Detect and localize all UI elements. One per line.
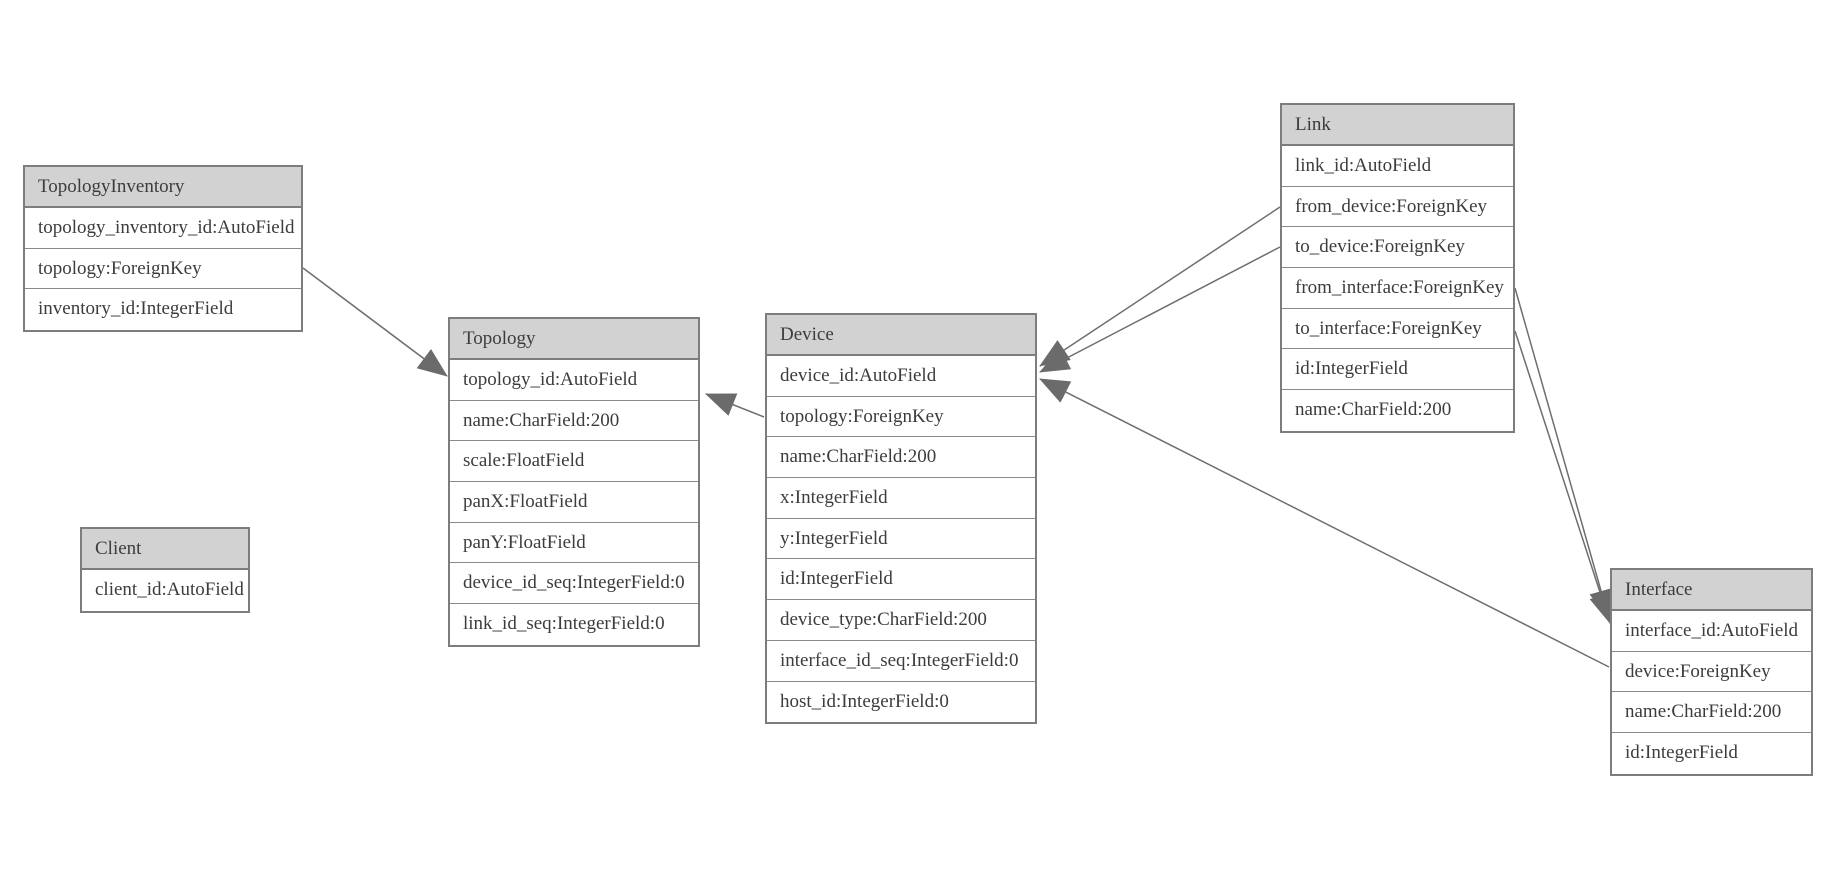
entity-topologyinventory-header: TopologyInventory — [25, 167, 301, 208]
field-row: topology_id:AutoField — [450, 360, 698, 401]
field-row: device:ForeignKey — [1612, 651, 1811, 693]
field-row: name:CharField:200 — [450, 400, 698, 442]
edge-topologyinventory-topology — [302, 267, 448, 377]
edge-link-from-device-device — [1039, 206, 1281, 367]
entity-device[interactable]: Device device_id:AutoField topology:Fore… — [765, 313, 1037, 725]
field-row: id:IntegerField — [767, 559, 1035, 601]
field-row: inventory_id:IntegerField — [25, 289, 301, 331]
field-row: id:IntegerField — [1612, 733, 1811, 774]
field-row: client_id:AutoField — [82, 570, 248, 611]
entity-topology[interactable]: Topology topology_id:AutoField name:Char… — [448, 317, 700, 647]
entity-interface-header: Interface — [1612, 570, 1811, 611]
field-row: y:IntegerField — [767, 518, 1035, 560]
field-row: host_id:IntegerField:0 — [767, 681, 1035, 723]
entity-topologyinventory[interactable]: TopologyInventory topology_inventory_id:… — [23, 165, 303, 333]
edge-link-to-interface-interface — [1514, 330, 1613, 624]
field-row: panY:FloatField — [450, 522, 698, 564]
field-row: link_id_seq:IntegerField:0 — [450, 604, 698, 645]
edge-link-from-interface-interface — [1514, 287, 1613, 620]
field-row: to_device:ForeignKey — [1282, 227, 1513, 269]
field-row: from_device:ForeignKey — [1282, 186, 1513, 228]
edge-interface-device-device — [1039, 378, 1610, 668]
field-row: name:CharField:200 — [1612, 692, 1811, 734]
entity-client[interactable]: Client client_id:AutoField — [80, 527, 250, 613]
field-row: device_id:AutoField — [767, 356, 1035, 397]
entity-link-header: Link — [1282, 105, 1513, 146]
edge-link-to-device-device — [1039, 246, 1281, 373]
field-row: x:IntegerField — [767, 478, 1035, 519]
field-row: topology_inventory_id:AutoField — [25, 208, 301, 249]
entity-client-header: Client — [82, 529, 248, 570]
field-row: device_id_seq:IntegerField:0 — [450, 563, 698, 605]
edge-device-topology — [705, 393, 765, 418]
entity-topology-header: Topology — [450, 319, 698, 360]
field-row: link_id:AutoField — [1282, 146, 1513, 187]
field-row: topology:ForeignKey — [25, 248, 301, 290]
entity-interface[interactable]: Interface interface_id:AutoField device:… — [1610, 568, 1813, 776]
field-row: name:CharField:200 — [767, 437, 1035, 479]
field-row: name:CharField:200 — [1282, 390, 1513, 431]
entity-device-header: Device — [767, 315, 1035, 356]
field-row: interface_id_seq:IntegerField:0 — [767, 640, 1035, 682]
field-row: to_interface:ForeignKey — [1282, 308, 1513, 350]
field-row: scale:FloatField — [450, 441, 698, 483]
field-row: topology:ForeignKey — [767, 396, 1035, 438]
field-row: id:IntegerField — [1282, 349, 1513, 391]
entity-link[interactable]: Link link_id:AutoField from_device:Forei… — [1280, 103, 1515, 433]
field-row: interface_id:AutoField — [1612, 611, 1811, 652]
field-row: device_type:CharField:200 — [767, 600, 1035, 641]
field-row: from_interface:ForeignKey — [1282, 268, 1513, 309]
field-row: panX:FloatField — [450, 482, 698, 523]
